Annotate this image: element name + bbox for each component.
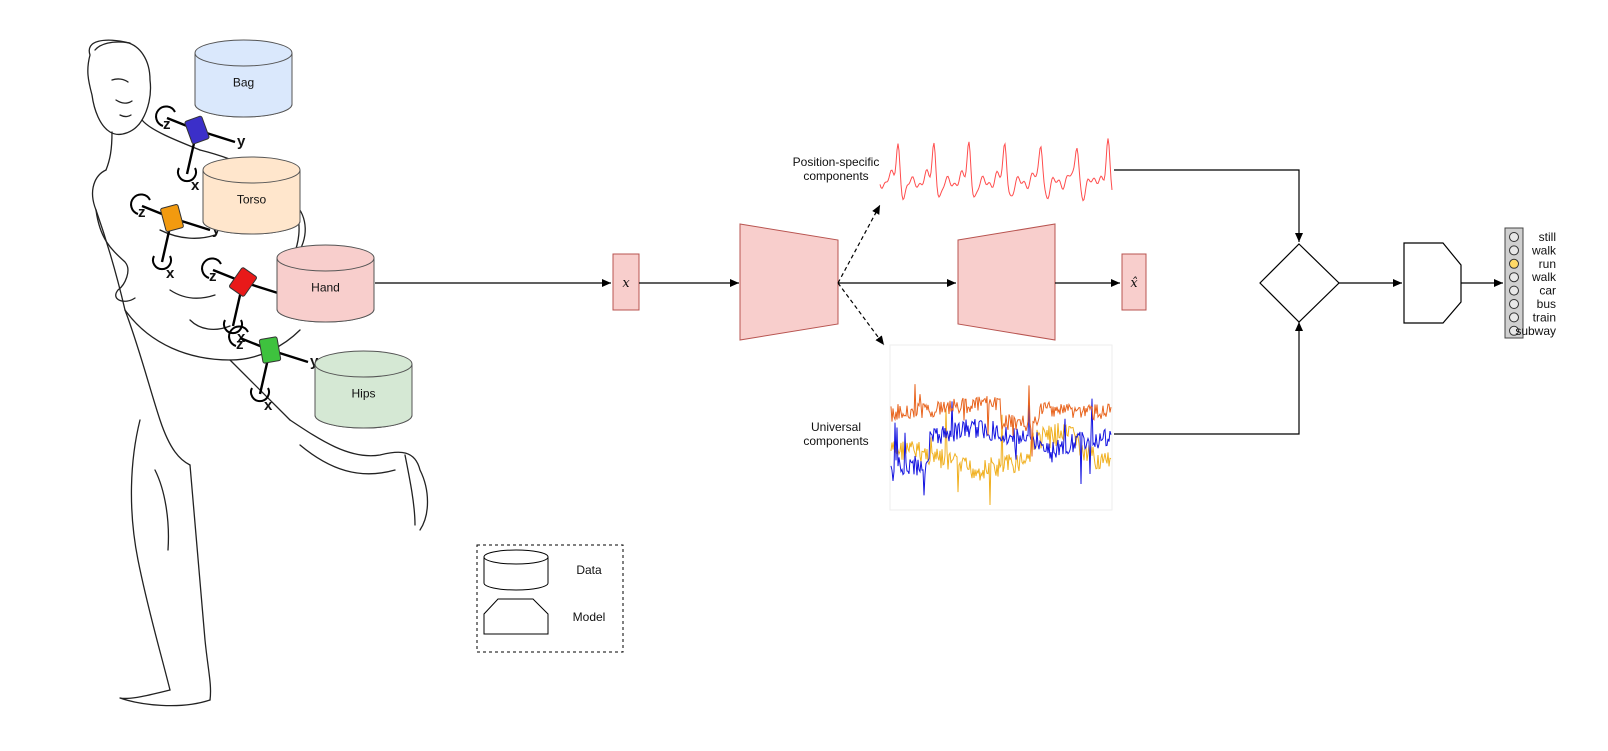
- class-label: walk: [1531, 270, 1557, 284]
- class-node: [1509, 325, 1519, 336]
- class-label: car: [1539, 284, 1556, 298]
- class-label: bus: [1537, 297, 1556, 311]
- data-store-label: Hips: [351, 387, 375, 401]
- axis-label-x: x: [166, 265, 175, 282]
- axis-label-z: z: [163, 116, 171, 133]
- legend-model-label: Model: [573, 610, 606, 624]
- sensor-box: [258, 336, 282, 364]
- legend-model-icon: [483, 598, 549, 635]
- class-node: [1509, 272, 1519, 283]
- class-node: [1509, 312, 1519, 323]
- output-vector: x̂: [1121, 253, 1147, 311]
- sensor-box: [229, 267, 257, 297]
- universal-to-fusion-arrow: [1114, 322, 1303, 435]
- class-label: walk: [1531, 243, 1557, 257]
- data-store-bag: Bag: [194, 39, 293, 118]
- class-label: train: [1533, 310, 1556, 324]
- universal-signal-orange: [890, 384, 1112, 457]
- position-to-fusion-arrow: [1114, 169, 1303, 242]
- sensor-box: [184, 115, 210, 145]
- axis-label-z: z: [209, 268, 217, 285]
- human-body-sketch: [87, 39, 429, 707]
- sensor-box: [160, 204, 184, 232]
- legend: Data Model: [476, 544, 624, 653]
- universal-signal-blue: [890, 398, 1112, 496]
- axis-label-y: y: [237, 133, 246, 150]
- data-store-label: Torso: [237, 193, 267, 207]
- classifier-model: [1403, 242, 1462, 324]
- output-label: x̂: [1130, 276, 1138, 291]
- position-specific-label: Position-specific: [793, 155, 880, 169]
- input-vector: x: [612, 253, 640, 311]
- data-store-hips: Hips: [314, 350, 413, 429]
- universal-signal-plot: [889, 344, 1113, 511]
- axis-label-y: y: [310, 353, 319, 370]
- latent-to-position-arrow: [837, 204, 881, 284]
- position-specific-label-line2: components: [803, 169, 868, 183]
- class-node: [1509, 232, 1519, 242]
- class-node: [1509, 299, 1519, 309]
- universal-signal-yellow: [890, 408, 1112, 506]
- class-node: [1509, 245, 1519, 256]
- class-label: run: [1539, 257, 1556, 271]
- universal-label: Universal: [811, 420, 861, 434]
- data-store-label: Hand: [311, 281, 340, 295]
- data-store-hand: Hand: [276, 244, 375, 323]
- fusion-diamond: [1259, 243, 1340, 323]
- data-store-label: Bag: [233, 76, 254, 90]
- class-node: [1509, 258, 1519, 269]
- latent-to-universal-arrow: [837, 282, 885, 346]
- data-store-torso: Torso: [202, 156, 301, 235]
- sensor-4: y x z: [228, 325, 319, 414]
- sensor-1: y x z: [155, 105, 246, 194]
- class-label: still: [1539, 230, 1556, 244]
- axis-label-z: z: [236, 336, 244, 353]
- axis-label-x: x: [191, 177, 200, 194]
- decoder: [957, 223, 1056, 341]
- axis-label-z: z: [138, 204, 146, 221]
- class-node: [1509, 285, 1519, 296]
- legend-data-icon: [483, 549, 549, 591]
- universal-label-line2: components: [803, 434, 868, 448]
- encoder: [739, 223, 839, 341]
- axis-label-x: x: [264, 397, 273, 414]
- legend-data-label: Data: [576, 563, 602, 577]
- input-label: x: [622, 276, 630, 291]
- sensor-markers: yxzyxzyxzyxz: [130, 105, 319, 414]
- position-specific-signal: [879, 138, 1113, 202]
- class-label: subway: [1515, 324, 1556, 338]
